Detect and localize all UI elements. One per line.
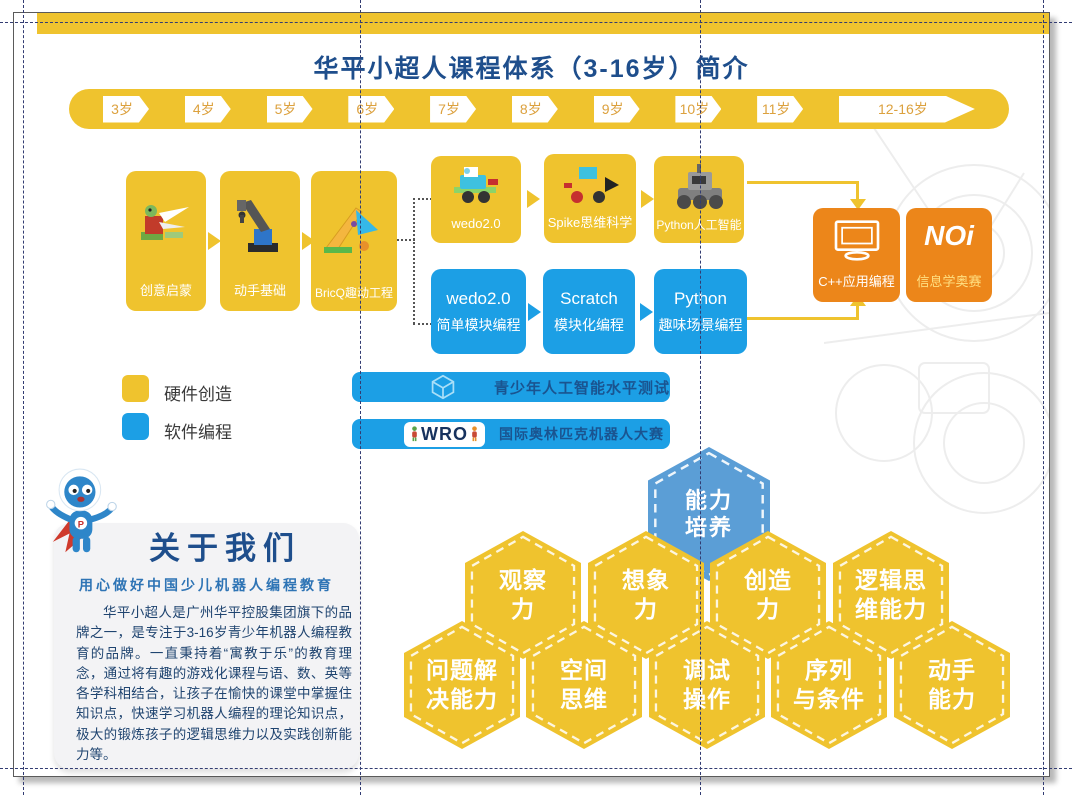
course-label: 信息学奥赛 — [916, 274, 982, 289]
page-title: 华平小超人课程体系（3-16岁）简介 — [313, 55, 750, 83]
guide-line-horizontal — [0, 768, 1072, 769]
flow-dotted-line — [413, 198, 415, 324]
lego-dino-model — [135, 171, 197, 280]
noi-logo-text: NOi — [924, 219, 974, 251]
gear-blueprint-decor — [824, 113, 1049, 514]
age-chip: 6岁 — [348, 95, 395, 123]
banner-wro: WRO 国际奥林匹克机器人大赛 — [352, 419, 670, 449]
flow-dotted-line — [397, 239, 415, 241]
guide-line-vertical — [23, 0, 24, 795]
legend-label: 硬件创造 — [164, 385, 232, 404]
robot-mascot: P — [46, 468, 117, 553]
poster-card: 华平小超人课程体系（3-16岁）简介 3岁 4岁 5岁 6岁 7岁 8岁 9岁 … — [13, 12, 1050, 777]
connector-line — [856, 305, 859, 319]
course-box-wedo: wedo2.0 — [431, 156, 521, 243]
guide-line-horizontal — [0, 22, 1072, 23]
age-chip: 5岁 — [266, 95, 313, 123]
age-chip: 11岁 — [757, 95, 804, 123]
noi-logo-dot — [991, 204, 999, 212]
course-label: Scratch — [560, 288, 618, 308]
wro-kids-icon — [472, 426, 477, 442]
noi-logo: NOi — [924, 204, 999, 263]
banner-ai-test: 青少年人工智能水平测试 — [352, 372, 670, 402]
about-tagline: 用心做好中国少儿机器人编程教育 — [79, 577, 334, 593]
course-label: Python人工智能 — [656, 218, 742, 232]
banner-text: 国际奥林匹克机器人大赛 — [499, 426, 664, 442]
guide-line-vertical — [1043, 0, 1044, 795]
course-label: 简单模块编程 — [436, 316, 521, 333]
age-chip: 7岁 — [430, 95, 477, 123]
age-chip: 4岁 — [184, 95, 231, 123]
age-chip: 9岁 — [593, 95, 640, 123]
svg-text:P: P — [78, 519, 84, 529]
course-label: 动手基础 — [233, 283, 286, 298]
arrow-right-icon — [640, 303, 653, 321]
rover-robot-model — [668, 156, 730, 216]
course-box-cpp: C++应用编程 — [813, 208, 900, 302]
arrow-right-icon — [528, 303, 541, 321]
legend-swatch-software — [122, 413, 149, 440]
age-timeline: 3岁 4岁 5岁 6岁 7岁 8岁 9岁 10岁 11岁 12-16岁 — [69, 89, 1009, 129]
monitor-icon — [830, 208, 884, 271]
wedo-robot-model — [446, 156, 506, 216]
flow-dotted-line — [413, 323, 432, 325]
connector-line — [856, 181, 859, 201]
arrow-right-icon — [208, 232, 221, 250]
top-accent-bar — [37, 13, 1049, 34]
course-label: wedo2.0 — [446, 288, 511, 308]
age-chip: 3岁 — [103, 95, 149, 123]
arrow-down-icon — [850, 199, 866, 210]
course-label: 创意启蒙 — [139, 283, 192, 298]
course-box-wedo-coding: wedo2.0 简单模块编程 — [431, 269, 526, 354]
course-label: C++应用编程 — [818, 274, 895, 289]
dashed-border — [654, 451, 764, 577]
lego-bricq-model — [320, 171, 388, 284]
age-chip: 12-16岁 — [838, 95, 975, 123]
connector-line — [747, 317, 859, 320]
course-box-python-ai: Python人工智能 — [654, 156, 744, 243]
cube-wireframe-icon — [431, 374, 455, 400]
flow-dotted-line — [413, 198, 432, 200]
wro-logo: WRO — [404, 421, 485, 447]
course-box-noi: NOi 信息学奥赛 — [906, 204, 999, 302]
wro-logo-text: WRO — [421, 423, 468, 444]
legend-label: 软件编程 — [164, 423, 232, 442]
course-label: Spike思维科学 — [547, 215, 633, 230]
course-box-hands: 动手基础 — [220, 171, 300, 311]
course-box-bricq: BricQ趣动工程 — [311, 171, 397, 311]
course-label: wedo2.0 — [451, 216, 501, 231]
legend-swatch-hardware — [122, 375, 149, 402]
course-box-creative: 创意启蒙 — [126, 171, 206, 311]
course-box-spike: Spike思维科学 — [544, 154, 636, 243]
age-chip: 8岁 — [511, 95, 558, 123]
connector-line — [747, 181, 859, 184]
about-heading: 关于我们 — [149, 531, 301, 566]
wro-kids-icon — [412, 426, 417, 442]
spike-robot-model — [559, 154, 621, 212]
about-paragraph: 华平小超人是广州华平控股集团旗下的品牌之一，是专注于3-16岁青少年机器人编程教… — [76, 605, 352, 762]
age-chip: 10岁 — [675, 95, 722, 123]
banner-text: 青少年人工智能水平测试 — [494, 379, 671, 397]
arrow-right-icon — [641, 190, 654, 208]
arrow-right-icon — [527, 190, 540, 208]
about-panel — [54, 523, 359, 769]
course-label: BricQ趣动工程 — [314, 286, 393, 300]
guide-line-vertical — [360, 0, 361, 795]
lego-crane-model — [230, 171, 290, 280]
course-box-scratch: Scratch 模块化编程 — [543, 269, 635, 354]
course-label: 模块化编程 — [554, 316, 624, 333]
guide-line-vertical — [700, 0, 701, 795]
